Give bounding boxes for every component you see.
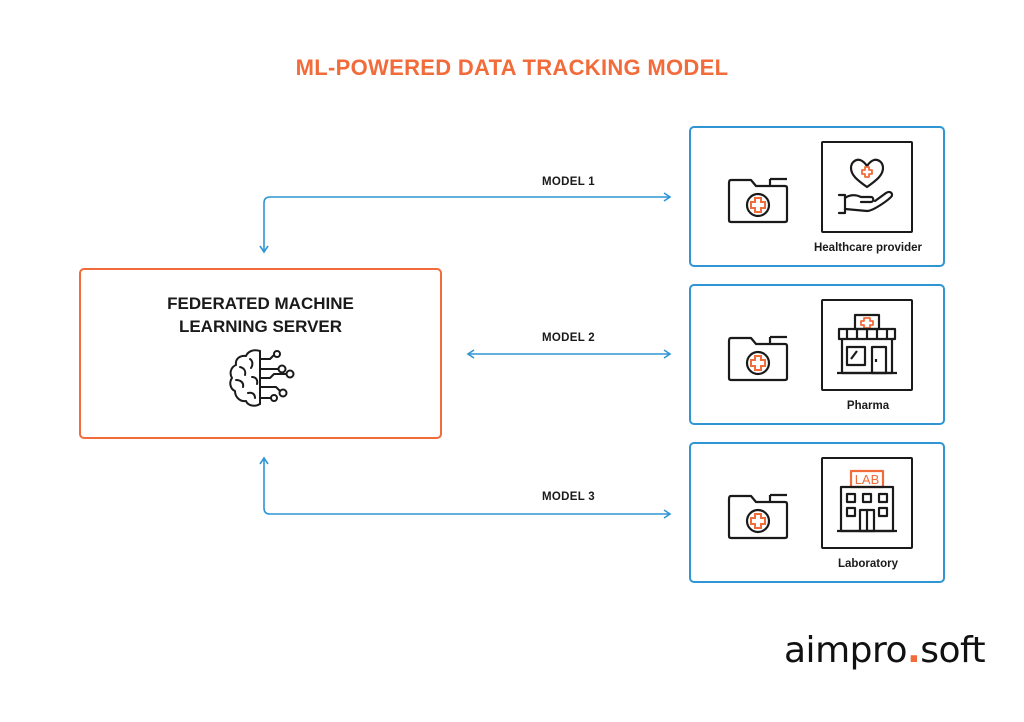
pharmacy-building-icon xyxy=(837,313,897,375)
medical-folder-icon xyxy=(727,177,789,224)
diagram-title: ML-POWERED DATA TRACKING MODEL xyxy=(295,55,729,80)
node-label-pharma: Pharma xyxy=(846,400,890,412)
server-title: FEDERATED MACHINE LEARNING SERVER xyxy=(167,294,354,336)
logo-part-2: soft xyxy=(920,630,986,671)
lab-building-icon: LAB xyxy=(837,469,897,533)
node-healthcare-provider: Healthcare provider xyxy=(689,126,945,267)
aimprosoft-logo: aimpro.soft xyxy=(784,630,986,671)
pharma-icon-frame xyxy=(821,299,913,391)
node-label-healthcare: Healthcare provider xyxy=(813,242,922,254)
model-3-label: MODEL 3 xyxy=(542,491,596,503)
model-1-label: MODEL 1 xyxy=(542,176,596,188)
model-3-connector xyxy=(259,456,672,519)
logo-part-1: aimpro xyxy=(784,630,908,671)
brain-circuit-icon xyxy=(229,349,295,407)
node-laboratory: LAB Laboratory xyxy=(689,442,945,583)
node-pharma: Pharma xyxy=(689,284,945,425)
heart-in-hand-icon xyxy=(837,158,894,215)
node-label-laboratory: Laboratory xyxy=(837,558,899,570)
medical-folder-icon xyxy=(727,493,789,540)
logo-dot: . xyxy=(907,630,921,671)
model-2-label: MODEL 2 xyxy=(542,332,596,344)
model-1-connector xyxy=(259,192,672,254)
medical-folder-icon xyxy=(727,335,789,382)
healthcare-icon-frame xyxy=(821,141,913,233)
server-box: FEDERATED MACHINE LEARNING SERVER xyxy=(79,268,442,439)
lab-sign-text: LAB xyxy=(855,472,880,487)
laboratory-icon-frame: LAB xyxy=(821,457,913,549)
